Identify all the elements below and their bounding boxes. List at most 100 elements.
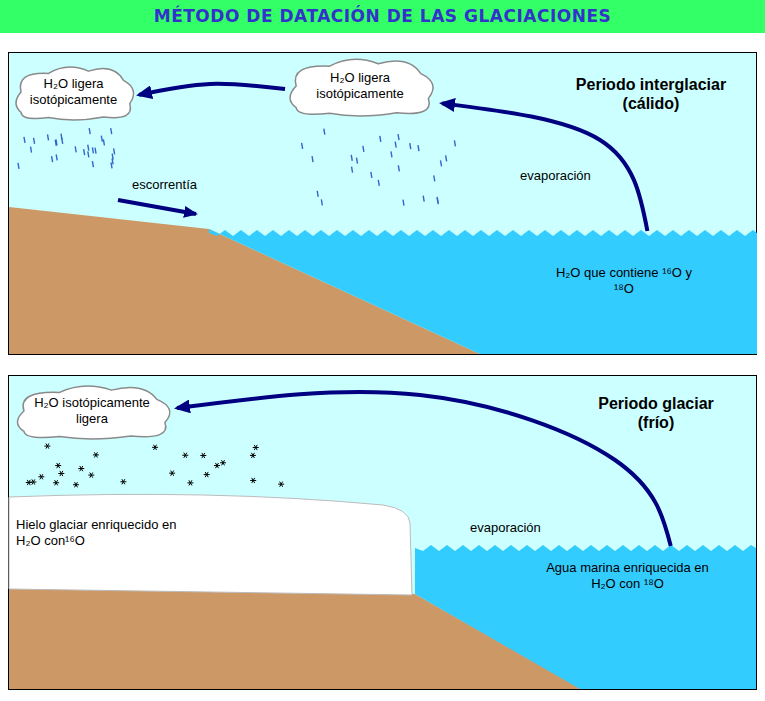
- cloud-shape: [290, 59, 433, 116]
- rain-drop: [24, 137, 25, 143]
- runoff-arrow: [118, 200, 196, 214]
- snow-flake: [204, 472, 210, 477]
- snow-stroke: [154, 445, 157, 450]
- sea-water: H₂O que contiene ¹⁶O y ¹⁸O: [209, 229, 757, 354]
- snow-stroke: [202, 453, 205, 458]
- rain-drop: [56, 139, 57, 145]
- snow-stroke: [90, 473, 93, 478]
- rain-drop: [395, 142, 396, 148]
- rain-drop: [114, 148, 115, 154]
- process-label: escorrentía: [132, 177, 197, 193]
- rain-drop: [321, 199, 322, 205]
- snow-stroke: [184, 453, 187, 458]
- rain-drop: [356, 158, 357, 164]
- rain-drop: [302, 143, 303, 149]
- edge-label: evaporación: [518, 168, 593, 184]
- snow-stroke: [80, 466, 83, 471]
- snow-stroke: [222, 460, 225, 465]
- snow-flake: [26, 480, 32, 485]
- snow-stroke: [60, 471, 63, 476]
- text-holder: H₂O isotópicamente ligera: [11, 382, 173, 440]
- snow-flake: [120, 479, 126, 484]
- sky: [9, 376, 757, 690]
- shape-text: Hielo glaciar enriquecido en H₂O con¹⁶O: [16, 517, 191, 550]
- rain-drop: [52, 156, 53, 162]
- snow-stroke: [40, 474, 43, 479]
- text-holder: Periodo interglaciar (cálido): [566, 75, 736, 113]
- snow-stroke: [60, 471, 63, 476]
- rain-drop: [48, 134, 49, 140]
- snow-stroke: [27, 480, 30, 485]
- snow-stroke: [252, 478, 255, 483]
- snow-flake: [30, 479, 36, 484]
- snow-flake: [73, 482, 79, 487]
- rain-drop: [31, 147, 32, 153]
- snow-flake: [152, 445, 158, 450]
- rain-drop: [441, 160, 442, 166]
- sea-shape: [209, 229, 757, 354]
- label-holder: evaporación: [468, 520, 543, 536]
- ice-shape: [9, 494, 412, 595]
- sea-shape: [415, 544, 756, 689]
- period-heading: Periodo glaciar (frío): [586, 394, 726, 432]
- text-holder: Agua marina enriquecida en H₂O con ¹⁸O: [535, 560, 720, 593]
- snow-flake: [53, 480, 59, 485]
- snow-flake: [93, 452, 99, 457]
- snow-stroke: [189, 480, 192, 485]
- snow-flake: [44, 443, 50, 448]
- text-holder: Hielo glaciar enriquecido en H₂O con¹⁶O: [16, 517, 191, 550]
- snow-flake: [250, 453, 256, 458]
- rain-drop: [312, 156, 313, 162]
- rain-drop: [103, 139, 104, 145]
- rain-drop: [84, 149, 85, 155]
- shape-text: Agua marina enriquecida en H₂O con ¹⁸O: [535, 560, 720, 593]
- snow-stroke: [215, 463, 218, 468]
- rain-drop: [18, 163, 19, 169]
- shape-text: H₂O que contiene ¹⁶O y ¹⁸O: [549, 265, 699, 298]
- edge-label: evaporación: [468, 520, 543, 536]
- rain-drop: [61, 134, 62, 140]
- text-holder: H₂O que contiene ¹⁶O y ¹⁸O: [549, 265, 699, 298]
- shape-text: H₂O isotópicamente ligera: [26, 395, 158, 428]
- snow-flake: [55, 463, 61, 468]
- text-holder: H₂O ligera isotópicamente: [11, 63, 136, 121]
- shape-text: H₂O ligera isotópicamente: [26, 76, 121, 109]
- text-holder: Periodo glaciar (frío): [586, 394, 726, 432]
- vapor-cloud: H₂O ligera isotópicamente: [284, 55, 436, 117]
- snow-flake: [78, 466, 84, 471]
- rain-drop: [111, 128, 112, 134]
- snow-stroke: [46, 443, 49, 448]
- snow-flake: [38, 474, 44, 479]
- snow-flake: [253, 445, 259, 450]
- rain-drop: [95, 148, 96, 154]
- rain-drop: [371, 172, 372, 178]
- period-panel: Periodo interglaciar (cálido) H₂O ligera …: [8, 52, 757, 355]
- snow-stroke: [254, 445, 257, 450]
- snow-stroke: [94, 452, 97, 457]
- sea-water: Agua marina enriquecida en H₂O con ¹⁸O: [415, 544, 756, 689]
- sky: [9, 53, 757, 355]
- snow-flake: [250, 478, 256, 483]
- rain: [18, 128, 455, 205]
- rain-drop: [56, 154, 57, 160]
- rain-drop: [112, 154, 113, 160]
- snow-stroke: [251, 453, 254, 458]
- glacier-ice: Hielo glaciar enriquecido en H₂O con¹⁶O: [9, 493, 413, 595]
- cloud-shape: [16, 67, 134, 120]
- title-bar: [0, 0, 765, 33]
- snow-stroke: [222, 460, 225, 465]
- snow-stroke: [171, 471, 174, 476]
- flow-arrow: [442, 103, 647, 231]
- snow-flake: [182, 453, 188, 458]
- snow-stroke: [90, 473, 93, 478]
- snow-flake: [187, 480, 193, 485]
- snow-stroke: [171, 471, 174, 476]
- snow-flake: [58, 471, 64, 476]
- rain-drop: [317, 191, 318, 197]
- rain-drop: [380, 136, 381, 142]
- snow-flake: [169, 471, 175, 476]
- rain-drop: [75, 146, 76, 152]
- snow-stroke: [94, 452, 97, 457]
- period-panel: Periodo glaciar (frío) H₂O isotópicamente…: [8, 375, 757, 690]
